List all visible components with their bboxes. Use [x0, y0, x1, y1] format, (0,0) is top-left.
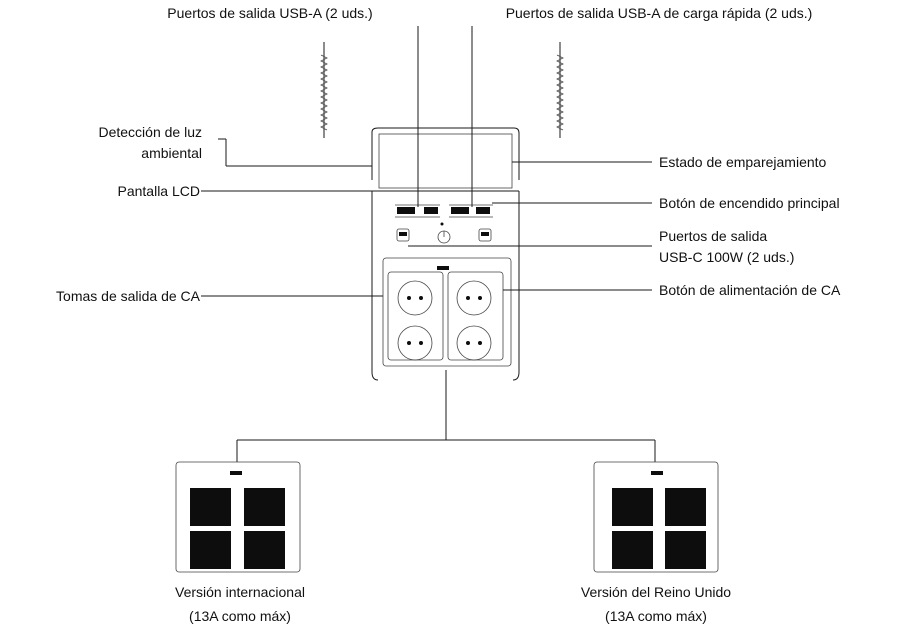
label-variant-uk-name: Versión del Reino Unido [581, 584, 731, 600]
label-variant-international-name: Versión internacional [175, 584, 305, 600]
callout-lines [201, 26, 656, 462]
label-usb-a-outputs: Puertos de salida USB-A (2 uds.) [167, 5, 372, 21]
label-usb-a-fast-outputs: Puertos de salida USB-A de carga rápida … [506, 5, 813, 21]
label-ac-outlets: Tomas de salida de CA [56, 288, 201, 304]
label-variant-uk-detail: (13A como máx) [605, 608, 707, 624]
label-pairing-status: Estado de emparejamiento [659, 154, 827, 170]
usb-a-fast-cable [556, 42, 564, 138]
international-socket [175, 461, 301, 573]
label-ambient-light-line1: Detección de luz [98, 124, 202, 140]
uk-socket [593, 461, 719, 573]
usb-c-port-left [396, 228, 410, 242]
label-lcd-screen: Pantalla LCD [118, 183, 201, 199]
lcd-screen [378, 133, 513, 189]
power-station-body [371, 127, 520, 381]
usb-a-cable [320, 42, 328, 138]
label-main-power-button: Botón de encendido principal [659, 195, 840, 211]
label-ac-power-button: Botón de alimentación de CA [659, 282, 841, 298]
label-variant-international-detail: (13A como máx) [189, 608, 291, 624]
ac-outlet-panel [382, 257, 512, 367]
label-ambient-light-line2: ambiental [141, 145, 202, 161]
usb-a-fast-ports [449, 204, 493, 218]
label-usb-c-outputs-line1: Puertos de salida [659, 228, 767, 244]
label-usb-c-outputs-line2: USB-C 100W (2 uds.) [659, 249, 794, 265]
main-power-button-icon [437, 222, 451, 244]
usb-c-port-right [478, 228, 492, 242]
